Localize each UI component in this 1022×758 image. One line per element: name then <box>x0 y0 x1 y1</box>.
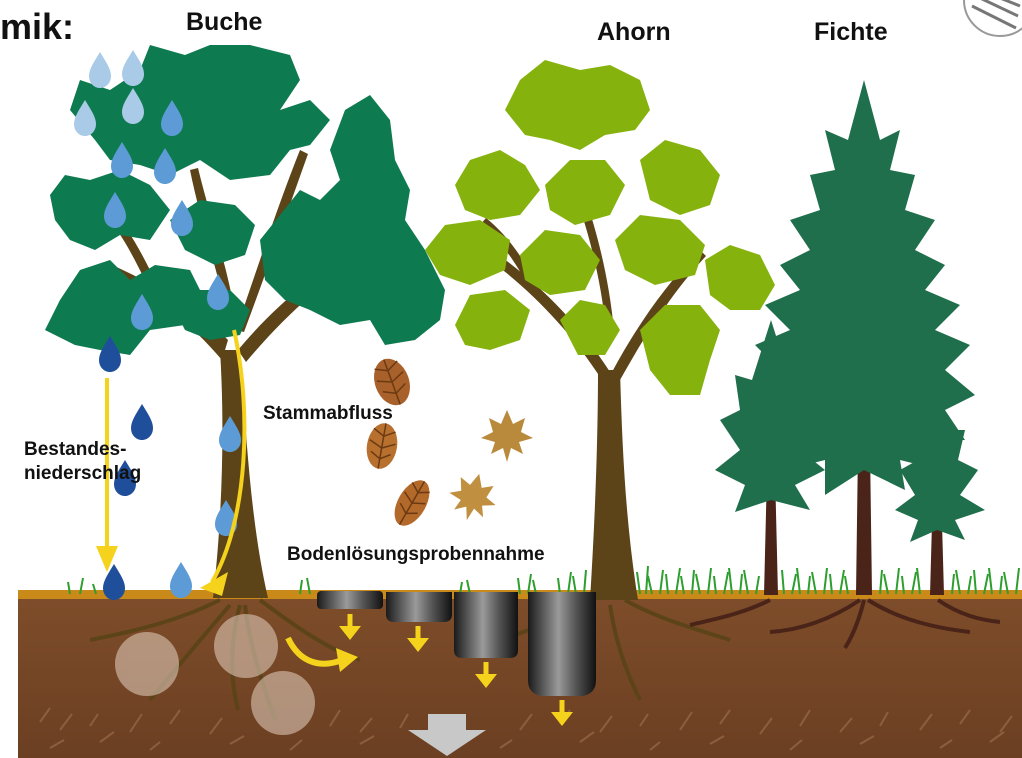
beech-leaf <box>387 474 436 531</box>
spruce-tree <box>690 80 1000 648</box>
title-fragment: mik: <box>0 6 74 48</box>
spruce-crown <box>715 80 985 542</box>
maple-crown <box>425 60 775 395</box>
throughfall-label-line2: niederschlag <box>24 462 141 485</box>
stemflow-label: Stammabfluss <box>263 402 393 425</box>
beech-leaf <box>363 421 401 472</box>
throughfall-label-line1: Bestandes- <box>24 438 126 461</box>
maple-leaf <box>481 410 533 462</box>
beech-label: Buche <box>186 8 262 37</box>
falling-leaves <box>363 354 533 532</box>
spruce-label: Fichte <box>814 18 888 47</box>
institution-logo <box>964 0 1022 36</box>
soil-solution-sampling-label: Bodenlösungsprobennahme <box>287 543 545 566</box>
beech-crown <box>45 45 445 355</box>
maple-leaf <box>444 468 503 527</box>
maple-label: Ahorn <box>597 18 671 47</box>
